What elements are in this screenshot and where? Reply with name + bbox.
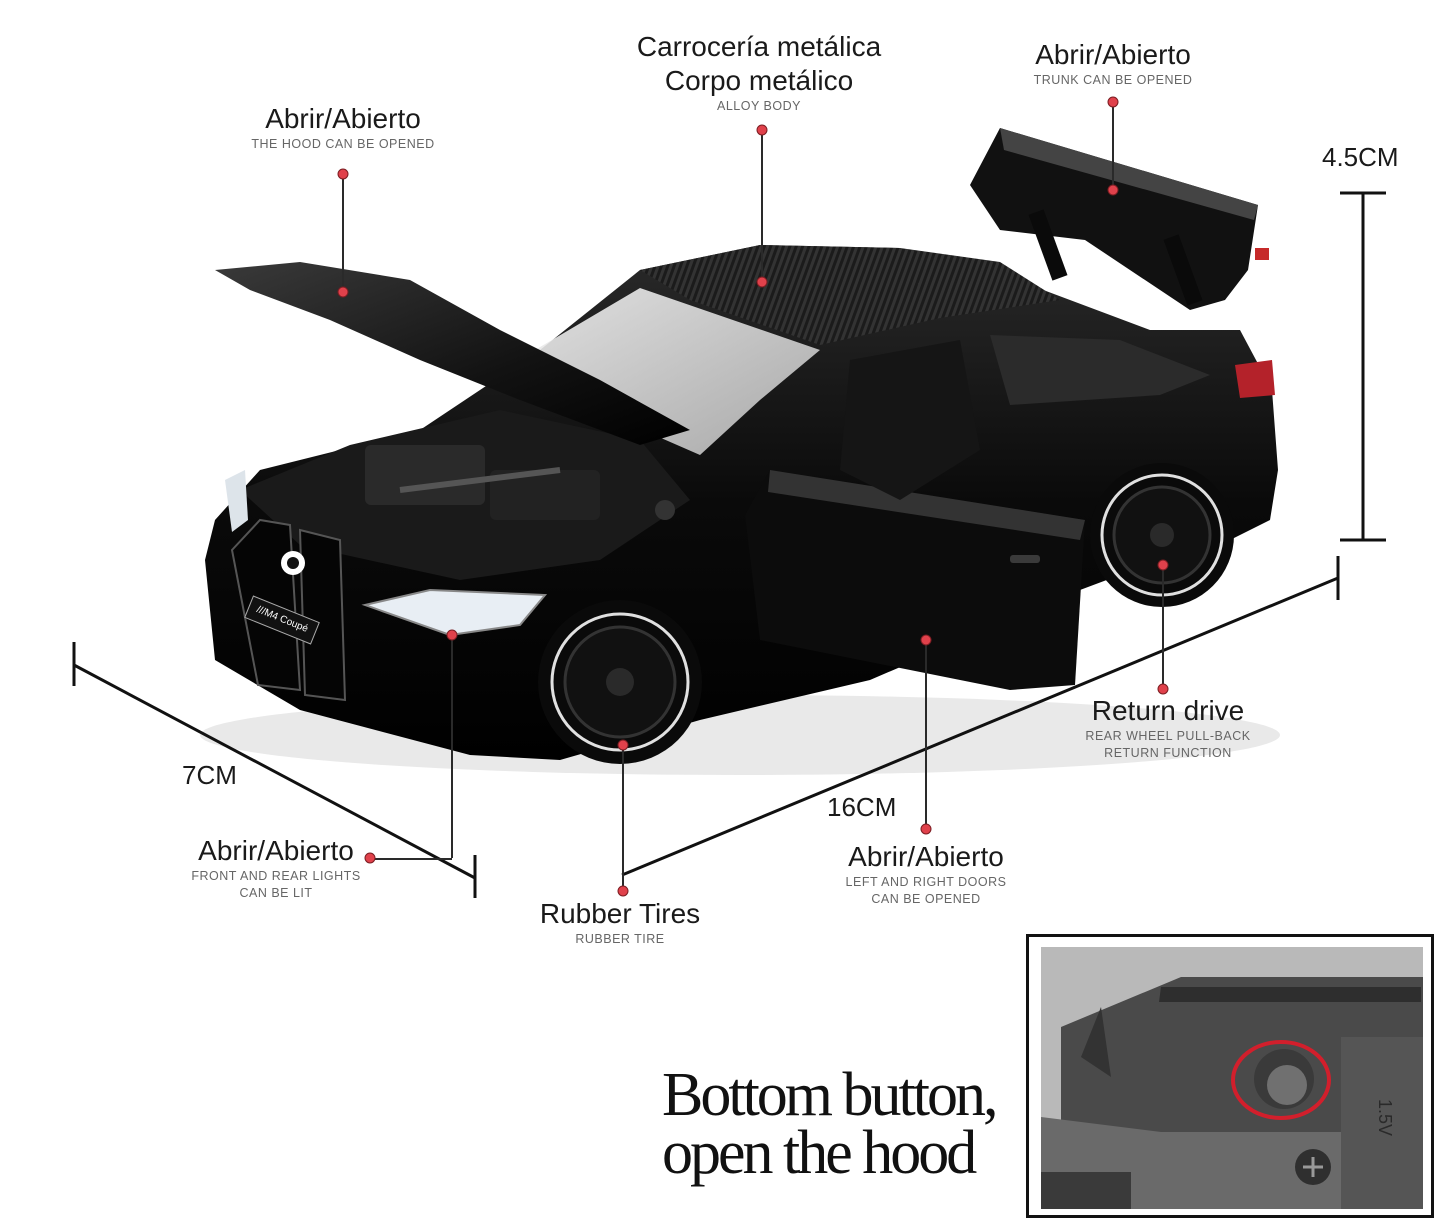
hood-leader [342, 174, 344, 292]
body-label: Carrocería metálica Corpo metálico ALLOY… [637, 30, 881, 115]
tires-sub: RUBBER TIRE [575, 932, 665, 946]
battery-label: 1.5V [1375, 1098, 1396, 1137]
body-marker-end [756, 276, 768, 288]
width-dimension: 7CM [182, 760, 237, 790]
trunk-label: Abrir/Abierto TRUNK CAN BE OPENED [1034, 38, 1193, 89]
body-title-2: Corpo metálico [664, 65, 854, 96]
trunk-marker [1107, 96, 1119, 108]
hood-title: Abrir/Abierto [265, 103, 421, 134]
hood-sub: THE HOOD CAN BE OPENED [251, 137, 435, 151]
body-sub: ALLOY BODY [717, 99, 801, 113]
trunk-title: Abrir/Abierto [1035, 39, 1191, 70]
tires-label: Rubber Tires RUBBER TIRE [540, 897, 700, 948]
doors-sub-2: CAN BE OPENED [871, 892, 981, 906]
caption-line-2: open the hood [662, 1119, 977, 1187]
headlight [361, 588, 548, 637]
tires-marker [617, 739, 629, 751]
lights-leader [451, 635, 453, 858]
trunk-sub: TRUNK CAN BE OPENED [1033, 73, 1193, 87]
open-hood [215, 262, 690, 445]
rear-wheel [1090, 463, 1234, 607]
dimension-lines [72, 191, 1386, 898]
doors-marker-end [920, 823, 932, 835]
interior-seat [840, 340, 980, 500]
lights-marker [446, 629, 458, 641]
windshield [535, 288, 820, 455]
doors-label: Abrir/Abierto LEFT AND RIGHT DOORS CAN B… [846, 840, 1007, 908]
doors-title: Abrir/Abierto [848, 841, 1004, 872]
car-roof [640, 245, 1060, 345]
tires-title: Rubber Tires [539, 898, 701, 929]
return-leader [1162, 565, 1164, 689]
tires-marker-end [617, 885, 629, 897]
bottom-button-inset: 1.5V [1026, 934, 1434, 1218]
front-wheel [538, 600, 702, 764]
height-dimension: 4.5CM [1322, 142, 1399, 172]
caption-line-1: Bottom button, [662, 1061, 998, 1129]
hood-button-caption: Bottom button, open the hood [662, 1061, 998, 1187]
lights-leader-h [370, 858, 452, 860]
lights-sub-2: CAN BE LIT [239, 886, 313, 900]
return-title: Return drive [1091, 695, 1245, 726]
hood-marker-end [337, 286, 349, 298]
rear-spoiler [970, 128, 1269, 310]
return-label: Return drive REAR WHEEL PULL-BACK RETURN… [1085, 694, 1250, 762]
doors-leader [925, 640, 927, 829]
return-sub-1: REAR WHEEL PULL-BACK [1085, 729, 1251, 743]
body-marker [756, 124, 768, 136]
return-sub-2: RETURN FUNCTION [1104, 746, 1232, 760]
return-marker [1157, 559, 1169, 571]
side-window [990, 335, 1210, 405]
rear-light [1235, 360, 1275, 398]
hood-label: Abrir/Abierto THE HOOD CAN BE OPENED [251, 102, 434, 153]
body-leader [761, 130, 763, 282]
engine-bay [240, 410, 690, 580]
tires-leader [622, 745, 624, 891]
bottom-button-photo: 1.5V [1041, 947, 1423, 1209]
lights-sub-1: FRONT AND REAR LIGHTS [191, 869, 361, 883]
body-title-1: Carrocería metálica [636, 31, 882, 62]
hood-marker [337, 168, 349, 180]
lights-label: Abrir/Abierto FRONT AND REAR LIGHTS CAN … [191, 834, 360, 902]
trunk-marker-end [1107, 184, 1119, 196]
return-marker-end [1157, 683, 1169, 695]
lights-title: Abrir/Abierto [198, 835, 354, 866]
doors-marker [920, 634, 932, 646]
length-dimension: 16CM [827, 792, 897, 822]
doors-sub-1: LEFT AND RIGHT DOORS [845, 875, 1007, 889]
trunk-leader [1112, 102, 1114, 190]
lights-marker-end [364, 852, 376, 864]
